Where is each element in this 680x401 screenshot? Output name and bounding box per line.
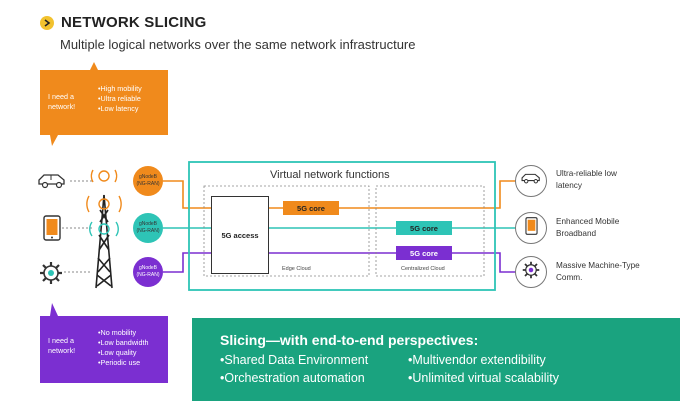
chevron-right-icon <box>40 15 54 30</box>
core-box-purple: 5G core <box>396 246 452 260</box>
access-box: 5G access <box>211 196 269 274</box>
cell-tower-icon <box>95 194 113 289</box>
panel-item: Shared Data Environment <box>220 353 368 367</box>
top-callout-need: I need a network! <box>48 92 76 111</box>
list-item: Low quality <box>98 348 166 358</box>
panel-item: Multivendor extendibility <box>408 353 545 367</box>
panel-title: Slicing—with end-to-end perspectives: <box>220 332 479 348</box>
core-label: 5G core <box>297 203 325 213</box>
core-label: 5G core <box>410 223 438 233</box>
access-label: 5G access <box>221 230 259 240</box>
list-item: Low latency <box>98 104 164 114</box>
tablet-icon <box>43 215 61 246</box>
outcome-label-3: Massive Machine-Type Comm. <box>556 261 640 282</box>
gnodeb-purple: gNodeB (NG-RAN) <box>133 257 163 287</box>
outcome-label-1: Ultra-reliable low latency <box>556 169 617 190</box>
gnodeb-label: gNodeB (NG-RAN) <box>136 221 160 234</box>
gnodeb-orange: gNodeB (NG-RAN) <box>133 166 163 196</box>
gear-icon <box>522 261 540 284</box>
gnodeb-teal: gNodeB (NG-RAN) <box>133 213 163 243</box>
gear-icon <box>39 261 63 290</box>
panel-item: Orchestration automation <box>220 371 364 385</box>
outcome-tablet <box>515 212 547 244</box>
core-label: 5G core <box>410 248 438 258</box>
panel-item: Unlimited virtual scalability <box>408 371 559 385</box>
tablet-icon <box>524 216 538 240</box>
outcome-gear <box>515 256 547 288</box>
car-icon <box>520 172 542 190</box>
list-item: No mobility <box>98 328 166 338</box>
gnodeb-label: gNodeB (NG-RAN) <box>136 174 160 187</box>
bottom-callout-need: I need a network! <box>48 336 76 355</box>
top-callout-list: High mobility Ultra reliable Low latency <box>98 84 164 114</box>
core-box-teal: 5G core <box>396 221 452 235</box>
list-item: Periodic use <box>98 358 166 368</box>
title-row: NETWORK SLICING <box>40 14 207 31</box>
slicing-panel: Slicing—with end-to-end perspectives: Sh… <box>192 318 680 401</box>
outcome-label-2: Enhanced Mobile Broadband <box>556 217 620 238</box>
central-cloud-label: Centralized Cloud <box>401 266 445 272</box>
car-icon <box>36 172 68 195</box>
bottom-callout-list: No mobility Low bandwidth Low quality Pe… <box>98 328 166 368</box>
page-title: NETWORK SLICING <box>61 14 207 31</box>
vnf-box-outline <box>188 161 496 291</box>
list-item: Ultra reliable <box>98 94 164 104</box>
gnodeb-label: gNodeB (NG-RAN) <box>136 265 160 278</box>
core-box-orange: 5G core <box>283 201 339 215</box>
edge-cloud-label: Edge Cloud <box>282 266 311 272</box>
vnf-title: Virtual network functions <box>270 169 390 181</box>
list-item: Low bandwidth <box>98 338 166 348</box>
page-subtitle: Multiple logical networks over the same … <box>60 37 416 52</box>
outcome-car <box>515 165 547 197</box>
list-item: High mobility <box>98 84 164 94</box>
